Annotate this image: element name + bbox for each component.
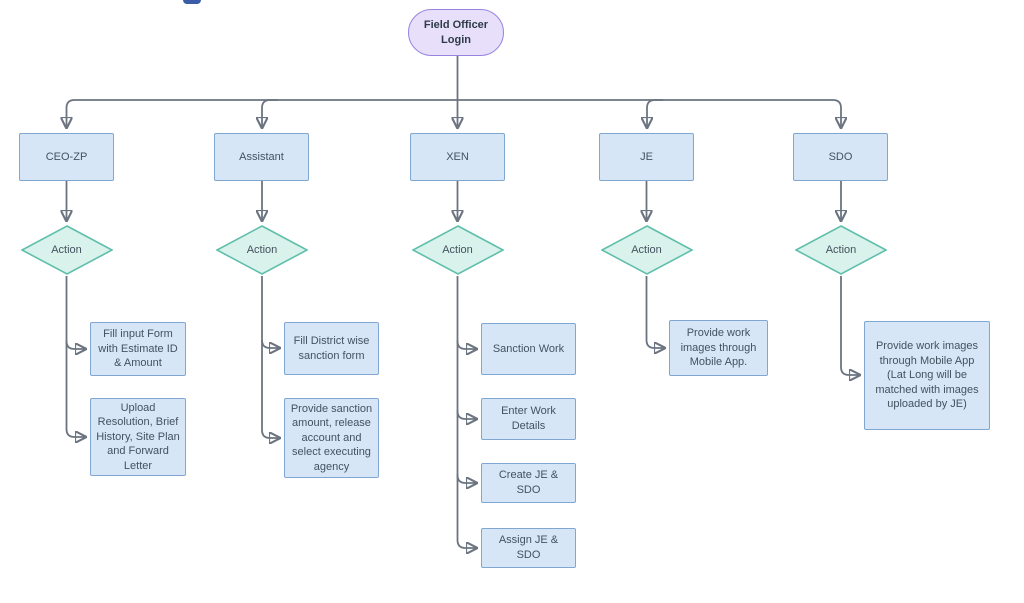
connector-xen-task-2 (456, 410, 477, 483)
task-box-assistant-1: Provide sanction amount, release account… (284, 398, 379, 478)
connector-rail-to-ceo-zp (67, 99, 458, 127)
task-box-xen-1: Enter Work Details (481, 398, 576, 440)
connector-assistant-task-1 (261, 340, 279, 438)
task-box-ceo-zp-0: Fill input Form with Estimate ID & Amoun… (90, 322, 186, 376)
diamond-shape (600, 225, 693, 275)
action-diamond-label: Action (246, 244, 278, 256)
task-box-sdo-0: Provide work images through Mobile App (… (864, 321, 990, 430)
role-box-sdo: SDO (793, 133, 888, 181)
role-box-xen: XEN (410, 133, 505, 181)
task-box-ceo-zp-1: Upload Resolution, Brief History, Site P… (90, 398, 186, 476)
action-diamond-label: Action (825, 244, 857, 256)
diamond-shape (216, 225, 308, 275)
connector-rail-to-je (647, 99, 663, 127)
connector-rail-to-sdo (457, 99, 842, 127)
role-box-ceo-zp: CEO-ZP (19, 133, 114, 181)
action-diamond-je: Action (600, 225, 693, 275)
task-box-xen-0: Sanction Work (481, 323, 576, 375)
action-diamond-label: Action (442, 244, 473, 256)
action-diamond-xen: Action (411, 225, 504, 275)
cropped-title-fragment (183, 0, 201, 4)
connector-sdo-task-0 (840, 276, 859, 375)
action-diamond-label: Action (51, 244, 82, 256)
root-node-field-officer-login: Field Officer Login (408, 9, 504, 56)
diamond-shape (795, 225, 887, 275)
connector-xen-task-1 (456, 340, 477, 419)
connector-xen-task-3 (456, 474, 477, 548)
action-diamond-assistant: Action (216, 225, 308, 275)
role-box-assistant: Assistant (214, 133, 309, 181)
diamond-shape (20, 225, 113, 275)
connector-rail-to-assistant (262, 99, 278, 127)
task-box-xen-2: Create JE & SDO (481, 463, 576, 503)
action-diamond-label: Action (631, 244, 662, 256)
connector-ceo-zp-task-0 (65, 276, 86, 349)
action-diamond-sdo: Action (795, 225, 887, 275)
task-box-assistant-0: Fill District wise sanction form (284, 322, 379, 375)
connector-je-task-0 (645, 276, 665, 348)
connector-ceo-zp-task-1 (65, 340, 86, 437)
task-box-je-0: Provide work images through Mobile App. (669, 320, 768, 376)
connector-xen-task-0 (456, 276, 477, 349)
diamond-shape (411, 225, 504, 275)
task-box-xen-3: Assign JE & SDO (481, 528, 576, 568)
role-box-je: JE (599, 133, 694, 181)
connector-assistant-task-0 (261, 276, 279, 348)
action-diamond-ceo-zp: Action (20, 225, 113, 275)
